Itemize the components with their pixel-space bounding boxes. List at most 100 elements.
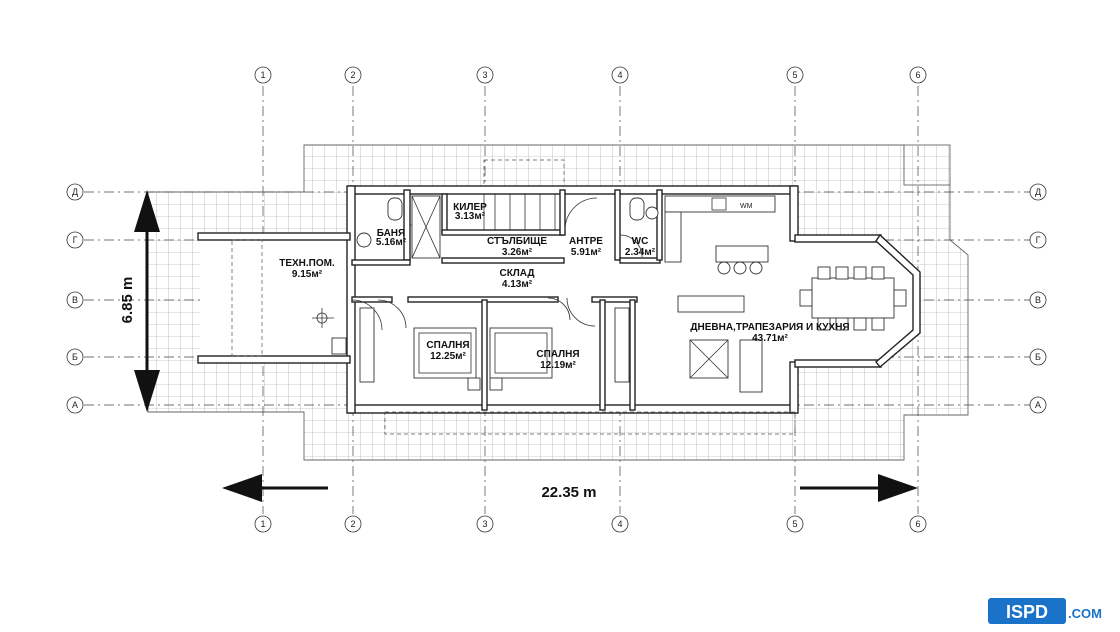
svg-text:Д: Д — [1035, 187, 1041, 197]
room-area: 12.25м² — [430, 351, 466, 362]
armchair-icon — [739, 339, 763, 393]
axis-bubble-Г: Г — [1029, 231, 1047, 249]
vertical-grid-axes: 1 1 2 2 3 3 4 4 5 5 6 6 — [254, 66, 927, 533]
svg-text:4: 4 — [617, 70, 622, 80]
room-tehn: ТЕХН.ПОМ.9.15м² — [279, 258, 335, 280]
svg-text:2: 2 — [350, 70, 355, 80]
room-name: ТЕХН.ПОМ. — [279, 258, 335, 269]
svg-text:Б: Б — [72, 352, 78, 362]
eave-lines — [231, 239, 796, 435]
washbasin-icon — [356, 232, 372, 248]
interior-walls — [351, 189, 663, 411]
room-area: 3.26м² — [502, 247, 533, 258]
room-name: СКЛАД — [499, 268, 534, 279]
svg-text:А: А — [72, 400, 78, 410]
room-area: 2.34м² — [625, 247, 656, 258]
bathroom-fixtures — [356, 195, 659, 259]
svg-text:3: 3 — [482, 519, 487, 529]
room-wc: WC2.34м² — [625, 236, 656, 258]
depth-dimension-label: 6.85 m — [119, 277, 136, 324]
svg-text:4: 4 — [617, 519, 622, 529]
svg-text:В: В — [1035, 295, 1041, 305]
wc-toilet-icon — [629, 197, 645, 221]
tech-room-fixtures — [312, 308, 347, 355]
axis-bubble-А: А — [1029, 396, 1047, 414]
svg-text:Г: Г — [1036, 235, 1041, 245]
sofa-icon — [677, 295, 745, 313]
toilet-icon — [387, 197, 403, 221]
kitchen-counter-icon — [664, 195, 776, 213]
bed-icon — [413, 327, 477, 379]
svg-text:1: 1 — [260, 519, 265, 529]
room-area: 43.71м² — [752, 333, 788, 344]
svg-text:В: В — [72, 295, 78, 305]
axis-bubble-6: 6 — [909, 66, 927, 84]
room-area: 5.16м² — [376, 237, 407, 248]
axis-bubble-А: А — [66, 396, 84, 414]
svg-text:.COM: .COM — [1068, 606, 1102, 621]
axis-bubble-1: 1 — [254, 66, 272, 84]
svg-text:WM: WM — [740, 203, 753, 210]
svg-text:1: 1 — [260, 70, 265, 80]
svg-text:3: 3 — [482, 70, 487, 80]
axis-bubble-5: 5 — [786, 515, 804, 533]
axis-bubble-4: 4 — [611, 66, 629, 84]
svg-text:Б: Б — [1035, 352, 1041, 362]
axis-bubble-4: 4 — [611, 515, 629, 533]
wc-sink-icon — [645, 206, 659, 220]
bed-icon — [489, 327, 553, 379]
kitchen-island-icon — [715, 245, 769, 263]
room-area: 9.15м² — [292, 269, 323, 280]
axis-bubble-3: 3 — [476, 66, 494, 84]
room-name: СПАЛНЯ — [536, 349, 579, 360]
axis-bubble-В: В — [1029, 291, 1047, 309]
room-name: АНТРЕ — [569, 236, 603, 247]
room-name: СТЪЛБИЩЕ — [487, 236, 547, 247]
room-name: WC — [632, 236, 649, 247]
axis-bubble-В: В — [66, 291, 84, 309]
boiler-icon — [331, 337, 347, 355]
svg-text:5: 5 — [792, 70, 797, 80]
axis-bubble-1: 1 — [254, 515, 272, 533]
bedroom-furniture — [359, 307, 630, 391]
svg-text:Г: Г — [73, 235, 78, 245]
width-dimension: 22.35 m — [222, 474, 918, 502]
room-name: ДНЕВНА,ТРАПЕЗАРИЯ И КУХНЯ — [690, 322, 849, 333]
room-name: КИЛЕР — [453, 202, 487, 213]
svg-text:5: 5 — [792, 519, 797, 529]
room-area: 4.13м² — [502, 279, 533, 290]
dining-table-icon — [811, 277, 895, 319]
axis-bubble-Д: Д — [1029, 183, 1047, 201]
ispd-logo: ISPD .COM — [988, 596, 1112, 626]
svg-text:А: А — [1035, 400, 1041, 410]
axis-bubble-6: 6 — [909, 515, 927, 533]
svg-text:ISPD: ISPD — [1006, 602, 1048, 622]
axis-bubble-Г: Г — [66, 231, 84, 249]
svg-text:6: 6 — [915, 519, 920, 529]
room-labels: БАНЯ5.16м²КИЛЕР3.13м²СТЪЛБИЩЕ3.26м²АНТРЕ… — [279, 202, 849, 371]
axis-bubble-3: 3 — [476, 515, 494, 533]
axis-bubble-Б: Б — [66, 348, 84, 366]
axis-bubble-5: 5 — [786, 66, 804, 84]
svg-text:2: 2 — [350, 519, 355, 529]
depth-dimension: 6.85 m — [119, 190, 160, 412]
exterior-walls — [197, 185, 921, 414]
room-area: 5.91м² — [571, 247, 602, 258]
axis-bubble-Б: Б — [1029, 348, 1047, 366]
axis-bubble-Д: Д — [66, 183, 84, 201]
wardrobe-icon — [614, 307, 630, 383]
axis-bubble-2: 2 — [344, 515, 362, 533]
room-area: 12.19м² — [540, 360, 576, 371]
room-area: 3.13м² — [455, 211, 486, 222]
axis-bubble-2: 2 — [344, 66, 362, 84]
width-dimension-label: 22.35 m — [541, 484, 596, 501]
